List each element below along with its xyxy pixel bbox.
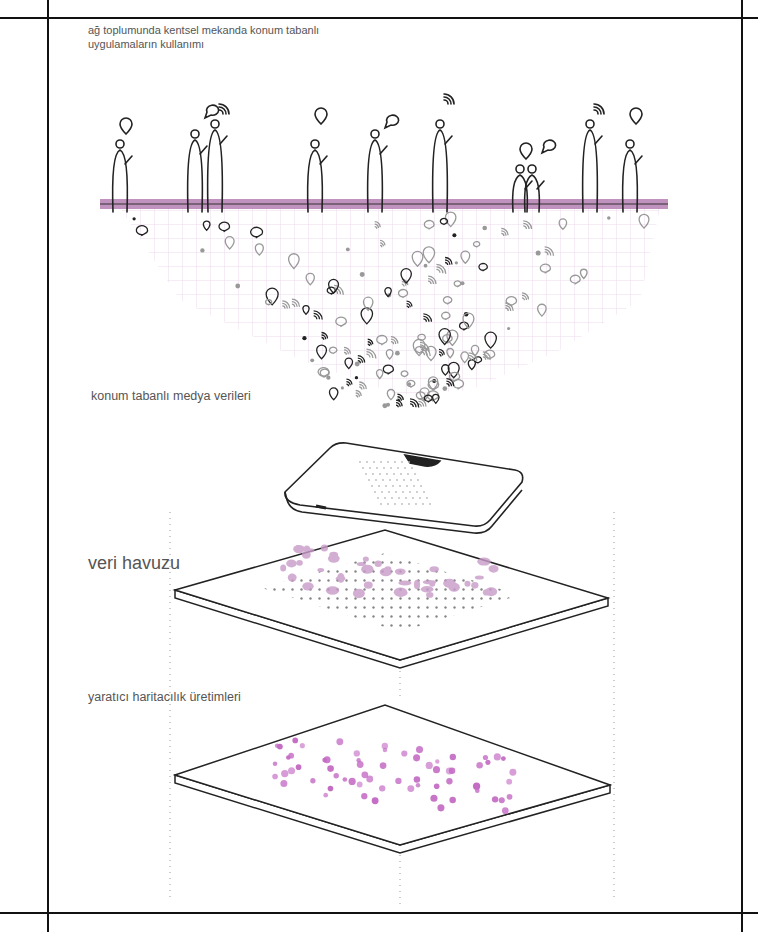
- location-icons: [132, 212, 648, 408]
- heading: ağ toplumunda kentsel mekanda konum taba…: [88, 24, 328, 52]
- network-grid: [120, 208, 660, 395]
- data-pool-plane: [175, 530, 608, 668]
- people-figures: [113, 94, 642, 212]
- guide-lines: [170, 512, 614, 905]
- smartphone: [285, 443, 523, 533]
- section-label: veri havuzu: [88, 552, 180, 575]
- section-label: yaratıcı haritacılık üretimleri: [88, 690, 241, 706]
- section-label: konum tabanlı medya verileri: [88, 389, 254, 405]
- mapping-plane: [175, 705, 610, 853]
